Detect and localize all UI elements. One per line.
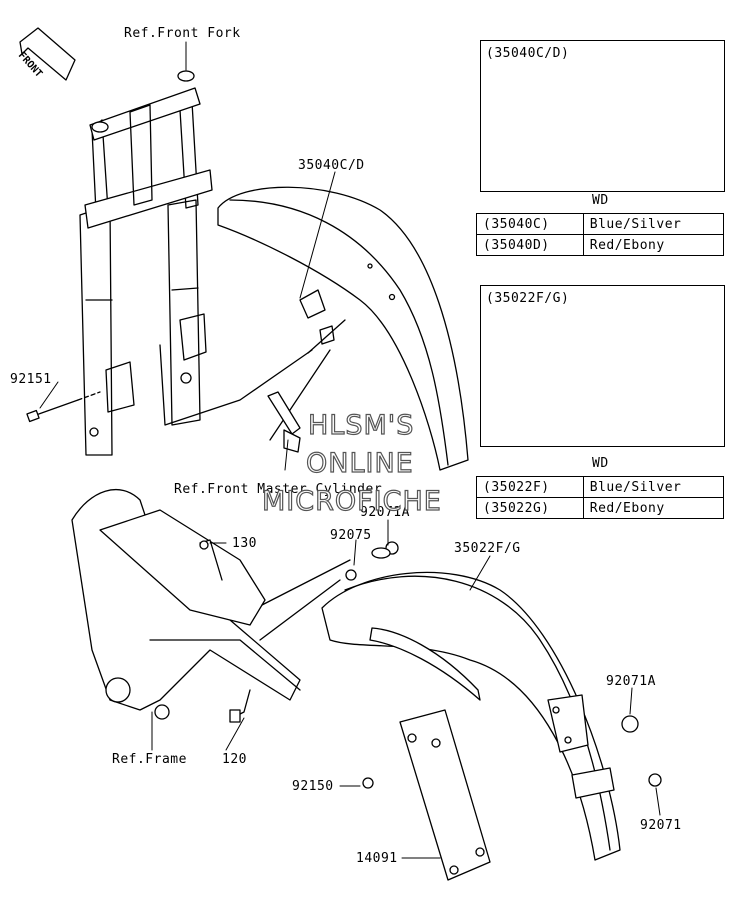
leader-lines (39, 41, 661, 859)
hose-bracket-drawing (267, 391, 301, 453)
mudflap-drawing (399, 709, 491, 881)
label-130: 130 (232, 536, 257, 551)
color-cell: Red/Ebony (582, 234, 725, 256)
front-fork-drawing (79, 70, 213, 456)
label-92075: 92075 (330, 528, 372, 543)
part-code-cell: (35040D) (476, 234, 584, 256)
inset-box-35022 (480, 285, 725, 447)
bolt-92151-drawing (26, 344, 313, 426)
color-cell: Blue/Silver (582, 213, 725, 235)
label-ref-frame: Ref.Frame (112, 752, 187, 767)
label-14091: 14091 (356, 851, 398, 866)
bolt-130-drawing (199, 539, 223, 581)
part-code-cell: (35022G) (476, 497, 584, 519)
label-92071a-right: 92071A (606, 674, 656, 689)
front-arrow-icon (19, 27, 76, 81)
front-fender-drawing (217, 186, 469, 471)
label-ref-front-fork: Ref.Front Fork (124, 26, 241, 41)
table-row: (35040D) Red/Ebony (476, 234, 725, 256)
label-92071: 92071 (640, 818, 682, 833)
clip-92150-drawing (362, 777, 374, 789)
table-row: (35022G) Red/Ebony (476, 497, 725, 519)
table-row: (35022F) Blue/Silver (476, 476, 725, 498)
inset-wd-35022: WD (592, 456, 609, 471)
frame-drawing (71, 489, 351, 720)
label-92151: 92151 (10, 372, 52, 387)
label-35022fg: 35022F/G (454, 541, 521, 556)
color-cell: Red/Ebony (582, 497, 725, 519)
grommet-92071-drawing (648, 773, 662, 787)
watermark-line-2: ONLINE (305, 447, 414, 479)
label-92071a-top: 92071A (360, 505, 410, 520)
label-120: 120 (222, 752, 247, 767)
watermark-line-3: MICROFICHE (261, 485, 442, 517)
inset-title-35040: (35040C/D) (486, 46, 570, 61)
bolt-120-drawing (229, 689, 251, 723)
table-row: (35040C) Blue/Silver (476, 213, 725, 235)
grommet-92071a-top-drawing (371, 547, 391, 559)
label-92150: 92150 (292, 779, 334, 794)
part-code-cell: (35022F) (476, 476, 584, 498)
part-code-cell: (35040C) (476, 213, 584, 235)
watermark-line-1: HLSM'S (307, 409, 415, 441)
grommet-92071a-drawing (621, 715, 639, 733)
color-table-35022: (35022F) Blue/Silver (35022G) Red/Ebony (476, 476, 725, 519)
inset-title-35022: (35022F/G) (486, 291, 570, 306)
label-35040cd: 35040C/D (298, 158, 365, 173)
inset-box-35040 (480, 40, 725, 192)
color-cell: Blue/Silver (582, 476, 725, 498)
color-table-35040: (35040C) Blue/Silver (35040D) Red/Ebony (476, 213, 725, 256)
inset-wd-35040: WD (592, 193, 609, 208)
rear-fender-drawing (321, 541, 621, 861)
label-ref-front-master-cylinder: Ref.Front Master Cylinder (174, 482, 383, 497)
